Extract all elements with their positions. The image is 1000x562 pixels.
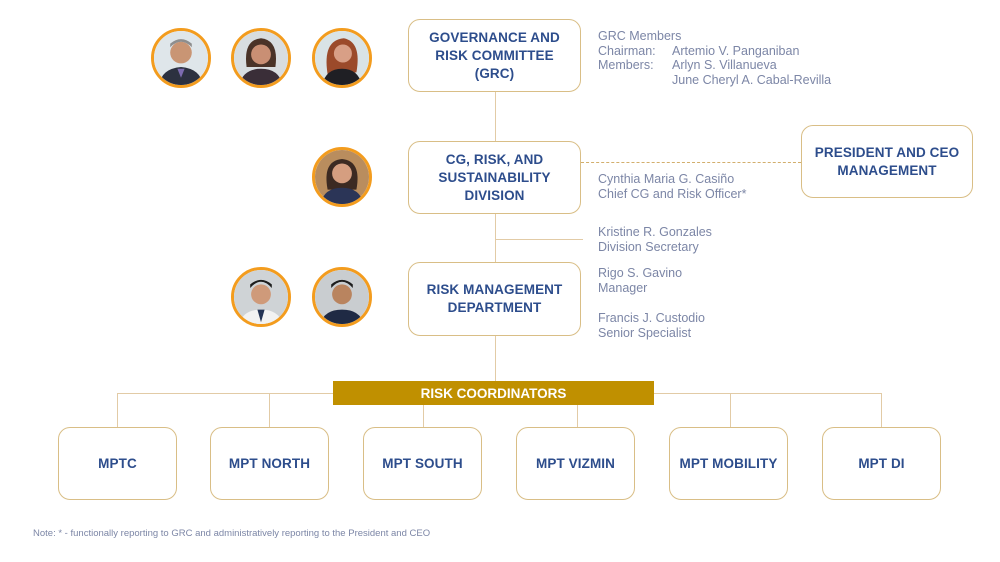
cg-division-box: CG, RISK, AND SUSTAINABILITY DIVISION — [408, 141, 581, 214]
unit-label: MPTC — [98, 455, 137, 471]
connector-to-mpt-vizmin — [577, 393, 578, 427]
risk-manager-info: Rigo S. Gavino Manager — [598, 266, 682, 295]
unit-box-mpt-vizmin: MPT VIZMIN — [516, 427, 635, 500]
avatar-cg-head — [312, 147, 372, 207]
avatar-grc-member-2 — [312, 28, 372, 88]
connector-secretary-branch — [495, 239, 583, 240]
cg-head-role: Chief CG and Risk Officer* — [598, 186, 747, 201]
grc-box: GOVERNANCE AND RISK COMMITTEE (GRC) — [408, 19, 581, 92]
cg-title-line-2: SUSTAINABILITY — [438, 169, 551, 185]
connector-to-mptc — [117, 393, 118, 427]
avatar-senior-specialist — [312, 267, 372, 327]
risk-coordinators-label: RISK COORDINATORS — [420, 385, 567, 401]
connector-to-mpt-south — [423, 393, 424, 427]
president-ceo-box: PRESIDENT AND CEO MANAGEMENT — [801, 125, 973, 198]
risk-dept-title-line-1: RISK MANAGEMENT — [426, 282, 563, 297]
unit-box-mpt-north: MPT NORTH — [210, 427, 329, 500]
connector-to-mpt-di — [881, 393, 882, 427]
senior-specialist-info: Francis J. Custodio Senior Specialist — [598, 311, 705, 340]
grc-members-heading: GRC Members — [598, 29, 682, 43]
avatar-risk-manager — [231, 267, 291, 327]
cg-title-line-1: CG, RISK, AND — [445, 151, 544, 167]
risk-management-department-box: RISK MANAGEMENT DEPARTMENT — [408, 262, 581, 336]
unit-label: MPT MOBILITY — [679, 455, 778, 471]
grc-members-info: GRC Members Chairman: Artemio V. Pangani… — [598, 29, 831, 87]
footnote: Note: * - functionally reporting to GRC … — [33, 528, 431, 539]
unit-box-mpt-di: MPT DI — [822, 427, 941, 500]
unit-label: MPT NORTH — [228, 455, 311, 471]
person-photo-icon — [234, 270, 288, 324]
chairman-name: Artemio V. Panganiban — [672, 43, 800, 58]
connector-risk-dept-to-coordinators — [495, 336, 496, 381]
dotted-connector-cg-to-president — [581, 162, 801, 163]
connector-cg-to-risk-dept — [495, 214, 496, 262]
unit-box-mptc: MPTC — [58, 427, 177, 500]
senior-specialist-name: Francis J. Custodio — [598, 311, 705, 325]
person-photo-icon — [315, 31, 369, 85]
members-label: Members: — [598, 58, 654, 72]
grc-title-line-3: (GRC) — [474, 65, 515, 81]
connector-to-mpt-north — [269, 393, 270, 427]
avatar-grc-member-1 — [231, 28, 291, 88]
cg-head-info: Cynthia Maria G. Casiño Chief CG and Ris… — [598, 172, 746, 201]
grc-title-line-2: RISK COMMITTEE — [435, 47, 554, 63]
unit-label: MPT SOUTH — [382, 455, 463, 471]
chairman-label: Chairman: — [598, 43, 656, 58]
risk-manager-name: Rigo S. Gavino — [598, 266, 683, 280]
senior-specialist-role: Senior Specialist — [598, 325, 692, 340]
unit-label: MPT DI — [858, 455, 905, 471]
person-photo-icon — [154, 31, 208, 85]
cg-head-name: Cynthia Maria G. Casiño — [598, 172, 735, 186]
connector-grc-to-cg — [495, 92, 496, 141]
unit-label: MPT VIZMIN — [536, 455, 615, 471]
connector-to-mpt-mobility — [730, 393, 731, 427]
secretary-name: Kristine R. Gonzales — [598, 225, 712, 239]
avatar-grc-chairman — [151, 28, 211, 88]
member-name-1: Arlyn S. Villanueva — [672, 58, 777, 72]
secretary-role: Division Secretary — [598, 239, 699, 254]
secretary-info: Kristine R. Gonzales Division Secretary — [598, 225, 712, 254]
president-title-line-1: PRESIDENT AND CEO — [814, 144, 960, 160]
grc-title-line-1: GOVERNANCE AND — [429, 29, 560, 45]
cg-title-line-3: DIVISION — [464, 187, 525, 203]
unit-box-mpt-south: MPT SOUTH — [363, 427, 482, 500]
risk-coordinators-banner: RISK COORDINATORS — [333, 381, 654, 405]
risk-dept-title-line-2: DEPARTMENT — [447, 300, 542, 315]
risk-manager-role: Manager — [598, 280, 648, 295]
person-photo-icon — [315, 270, 369, 324]
unit-box-mpt-mobility: MPT MOBILITY — [669, 427, 788, 500]
member-name-2: June Cheryl A. Cabal-Revilla — [672, 72, 832, 87]
person-photo-icon — [315, 150, 369, 204]
president-title-line-2: MANAGEMENT — [837, 162, 937, 178]
person-photo-icon — [234, 31, 288, 85]
